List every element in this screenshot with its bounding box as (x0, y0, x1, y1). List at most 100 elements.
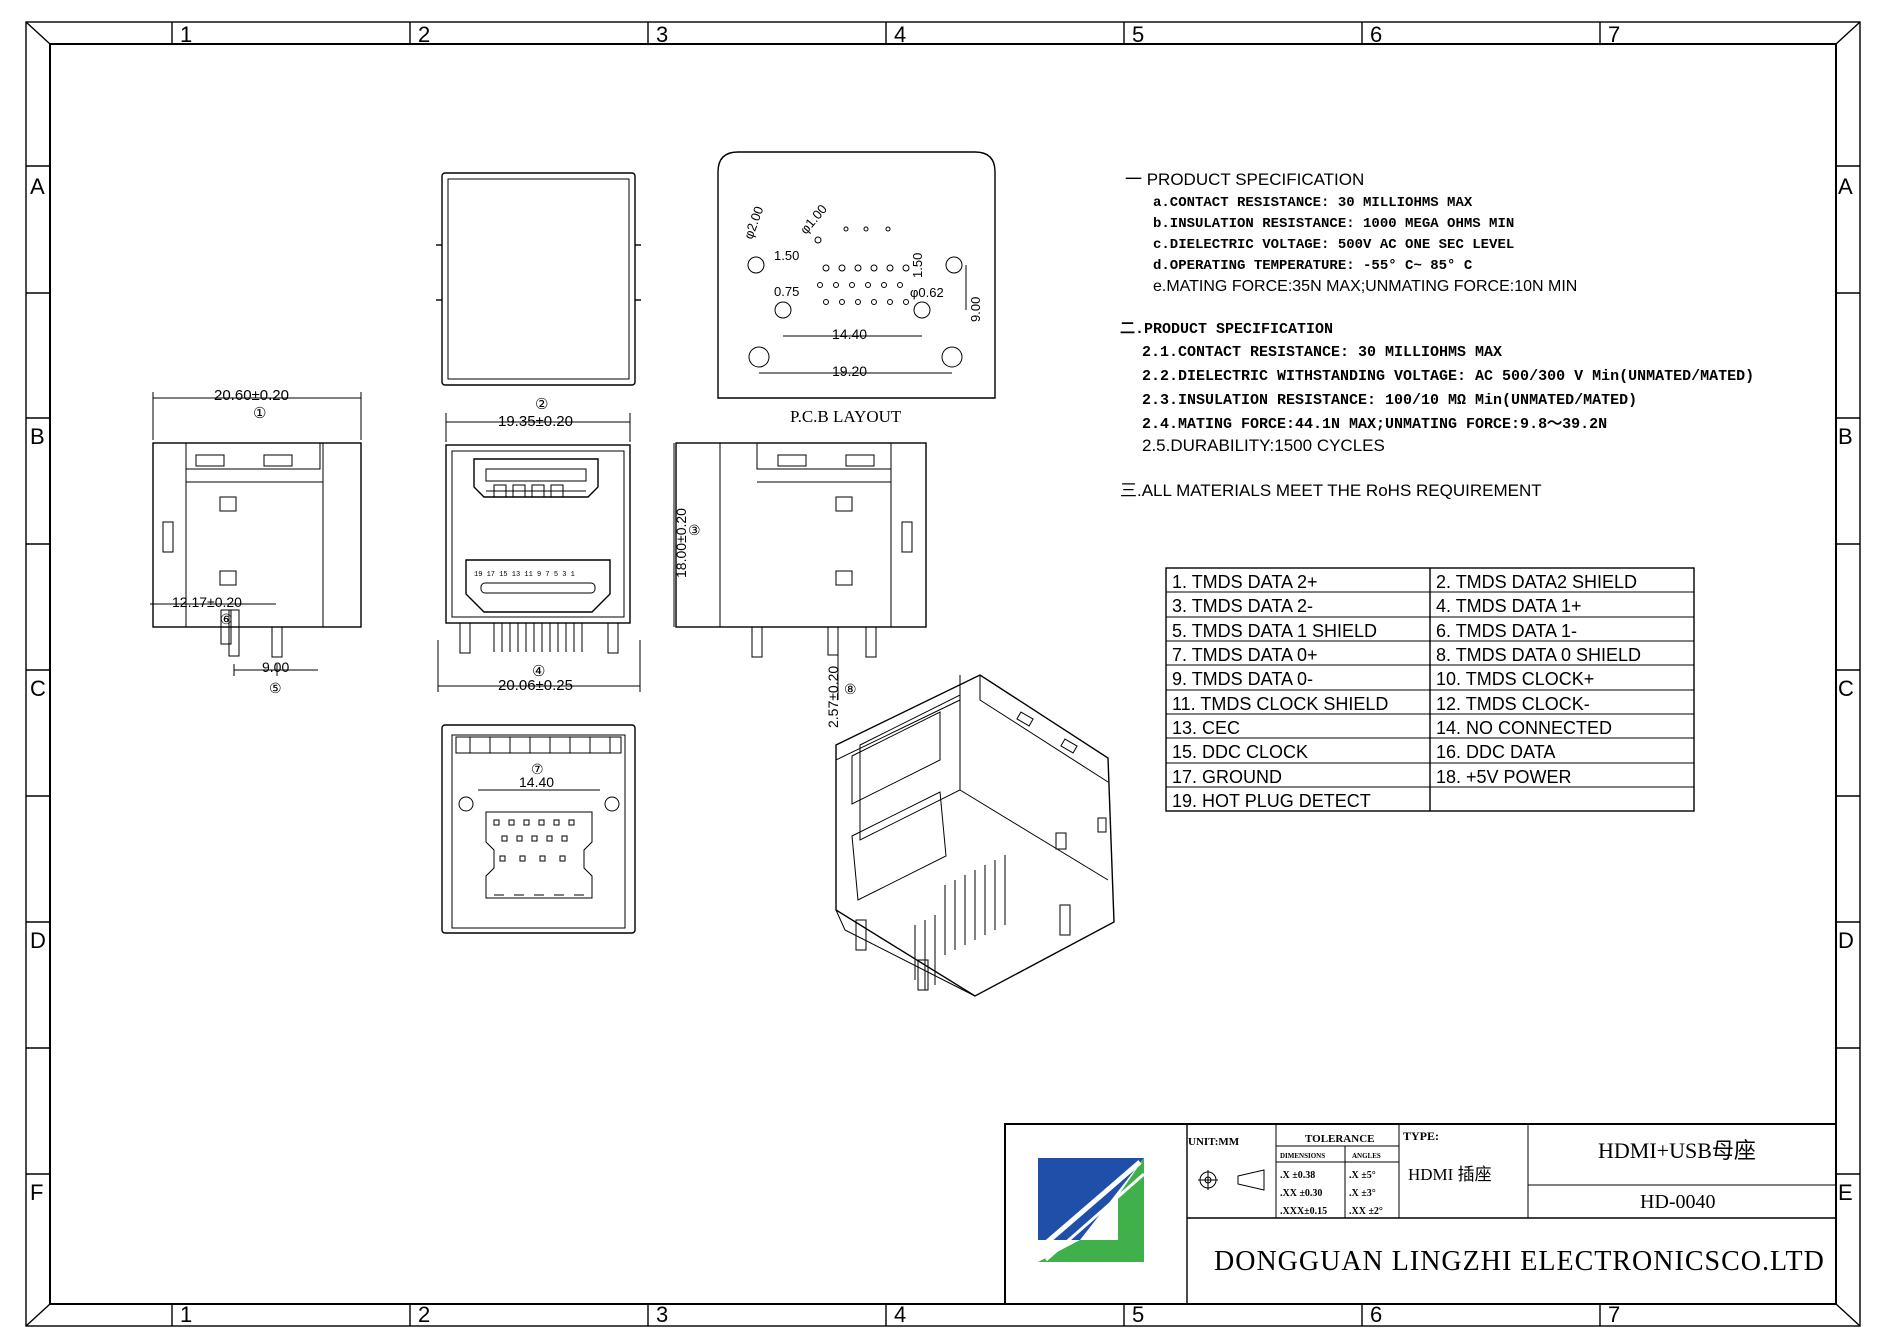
pin-cell: 11. TMDS CLOCK SHIELD (1172, 694, 1388, 714)
spec1-item: a.CONTACT RESISTANCE: 30 MILLIOHMS MAX (1153, 195, 1473, 211)
company-name: DONGGUAN LINGZHI ELECTRONICSCO.LTD (1214, 1246, 1825, 1277)
spec2-heading: 二.PRODUCT SPECIFICATION (1120, 321, 1333, 338)
pin-cell: 18. +5V POWER (1436, 767, 1572, 787)
zone-ticks (26, 22, 1860, 1326)
spec2-item: 2.2.DIELECTRIC WITHSTANDING VOLTAGE: AC … (1142, 368, 1754, 385)
part-name: HDMI+USB母座 (1598, 1138, 1756, 1163)
dim-pin-length: 2.57±0.20 (825, 666, 841, 728)
dim-ref: ⑦ (531, 761, 544, 777)
row-label-left: D (30, 928, 46, 953)
pin-cell: 6. TMDS DATA 1- (1436, 621, 1577, 641)
dim-height: 18.00±0.20 (673, 508, 689, 578)
spec-section-2: 二.PRODUCT SPECIFICATION 2.1.CONTACT RESI… (1120, 321, 1754, 455)
row-label-right: E (1838, 1180, 1853, 1205)
pcb-dim: φ1.00 (797, 201, 830, 236)
pin-cell: 2. TMDS DATA2 SHIELD (1436, 572, 1637, 592)
tol-dim: .X ±0.38 (1280, 1170, 1315, 1181)
title-block: UNIT:MM TOLERANCE DIMENSIONS ANGLES .X ±… (1004, 1123, 1837, 1305)
pcb-layout: φ2.00 φ1.00 1.50 0.75 φ0.62 1.50 9.00 14… (717, 151, 996, 426)
hdmi-pin-numbers: 19 17 15 13 11 9 7 5 3 1 (474, 571, 575, 579)
bottom-view: 14.40 ⑦ (441, 724, 636, 934)
type-label: TYPE: (1403, 1129, 1439, 1143)
dimensions-header: DIMENSIONS (1280, 1152, 1325, 1160)
row-label-right: C (1838, 676, 1854, 701)
tolerance-header: TOLERANCE (1305, 1133, 1374, 1145)
spec1-heading: 一 PRODUCT SPECIFICATION (1125, 170, 1364, 189)
tol-angle: .X ±5° (1349, 1170, 1376, 1181)
dim-front-bottom: 20.06±0.25 (498, 677, 573, 694)
spec1-item: c.DIELECTRIC VOLTAGE: 500V AC ONE SEC LE… (1153, 237, 1514, 253)
spec2-item: 2.3.INSULATION RESISTANCE: 100/10 MΩ Min… (1142, 392, 1637, 409)
col-label-top: 6 (1370, 22, 1382, 47)
spec1-item: e.MATING FORCE:35N MAX;UNMATING FORCE:10… (1153, 278, 1577, 295)
spec2-item: 2.4.MATING FORCE:44.1N MAX;UNMATING FORC… (1142, 416, 1607, 433)
pin-cell: 16. DDC DATA (1436, 742, 1555, 762)
col-label-top: 2 (418, 22, 430, 47)
col-label-bottom: 5 (1132, 1302, 1144, 1327)
left-view: 20.60±0.20 ① 12.17±0.20 ⑥ 9.00 ⑤ (150, 387, 362, 696)
dim-width: 20.60±0.20 (214, 387, 289, 404)
front-view: 19 17 15 13 11 9 7 5 3 1 19.35±0.20 ② 20… (437, 396, 641, 694)
spec1-item: b.INSULATION RESISTANCE: 1000 MEGA OHMS … (1153, 216, 1514, 232)
dim-ref: ⑤ (269, 680, 282, 696)
dim-ref: ⑥ (220, 611, 233, 627)
projection-symbol-icon (1198, 1169, 1265, 1191)
pcb-dim: 19.20 (832, 363, 867, 379)
row-label-right: D (1838, 928, 1854, 953)
angles-header: ANGLES (1352, 1152, 1381, 1160)
pin-cell: 17. GROUND (1172, 767, 1282, 787)
dim-ref: ④ (532, 663, 545, 680)
pin-cell: 15. DDC CLOCK (1172, 742, 1308, 762)
dim-bottom-pitch: 14.40 (519, 774, 554, 790)
dim-ref: ② (535, 396, 548, 413)
sheet-frame (25, 21, 1861, 1327)
row-label-left: B (30, 424, 45, 449)
pin-cell: 3. TMDS DATA 2- (1172, 596, 1313, 616)
col-label-bottom: 7 (1608, 1302, 1620, 1327)
dim-ref: ③ (688, 522, 701, 538)
col-label-top: 1 (180, 22, 192, 47)
pin-cell: 5. TMDS DATA 1 SHIELD (1172, 621, 1377, 641)
col-label-bottom: 3 (656, 1302, 668, 1327)
zone-labels: 1 2 3 4 5 6 7 1 2 3 4 5 6 7 A B C D F A … (30, 22, 1854, 1327)
spec-section-1: 一 PRODUCT SPECIFICATION a.CONTACT RESIST… (1125, 170, 1577, 295)
pin-cell: 13. CEC (1172, 718, 1240, 738)
pcb-dim: 1.50 (774, 248, 799, 263)
tol-angle: .XX ±2° (1349, 1206, 1383, 1217)
tol-angle: .X ±3° (1349, 1188, 1376, 1199)
col-label-bottom: 4 (894, 1302, 906, 1327)
col-label-top: 4 (894, 22, 906, 47)
top-view-block (436, 172, 641, 386)
col-label-top: 5 (1132, 22, 1144, 47)
col-label-bottom: 6 (1370, 1302, 1382, 1327)
type-value: HDMI 插座 (1408, 1165, 1492, 1184)
pin-cell: 19. HOT PLUG DETECT (1172, 791, 1371, 811)
isometric-view (835, 674, 1115, 997)
col-label-bottom: 2 (418, 1302, 430, 1327)
col-label-bottom: 1 (180, 1302, 192, 1327)
unit-label: UNIT:MM (1188, 1136, 1240, 1148)
spec1-item: d.OPERATING TEMPERATURE: -55° C~ 85° C (1153, 258, 1473, 274)
pcb-dim: 1.50 (910, 253, 925, 278)
dim-front-width: 19.35±0.20 (498, 413, 573, 430)
tol-dim: .XX ±0.30 (1280, 1188, 1322, 1199)
row-label-right: A (1838, 174, 1853, 199)
pin-table: 1. TMDS DATA 2+ 2. TMDS DATA2 SHIELD 3. … (1165, 567, 1695, 812)
pcb-dim: φ2.00 (741, 204, 767, 241)
spec3-text: 三.ALL MATERIALS MEET THE RoHS REQUIREMEN… (1120, 481, 1542, 500)
col-label-top: 3 (656, 22, 668, 47)
dim-ref: ① (253, 405, 266, 422)
row-label-right: B (1838, 424, 1853, 449)
pin-cell: 1. TMDS DATA 2+ (1172, 572, 1318, 592)
dim-depth: 12.17±0.20 (172, 594, 242, 610)
company-logo (1036, 1158, 1145, 1262)
spec2-item: 2.1.CONTACT RESISTANCE: 30 MILLIOHMS MAX (1142, 344, 1502, 361)
pcb-caption: P.C.B LAYOUT (790, 407, 902, 426)
spec2-item: 2.5.DURABILITY:1500 CYCLES (1142, 436, 1385, 455)
pcb-dim: 9.00 (968, 297, 983, 322)
pin-cell: 9. TMDS DATA 0- (1172, 669, 1313, 689)
row-label-left: C (30, 676, 46, 701)
row-label-left: F (30, 1180, 43, 1205)
tol-dim: .XXX±0.15 (1280, 1206, 1327, 1217)
dim-pin-span: 9.00 (262, 659, 289, 675)
